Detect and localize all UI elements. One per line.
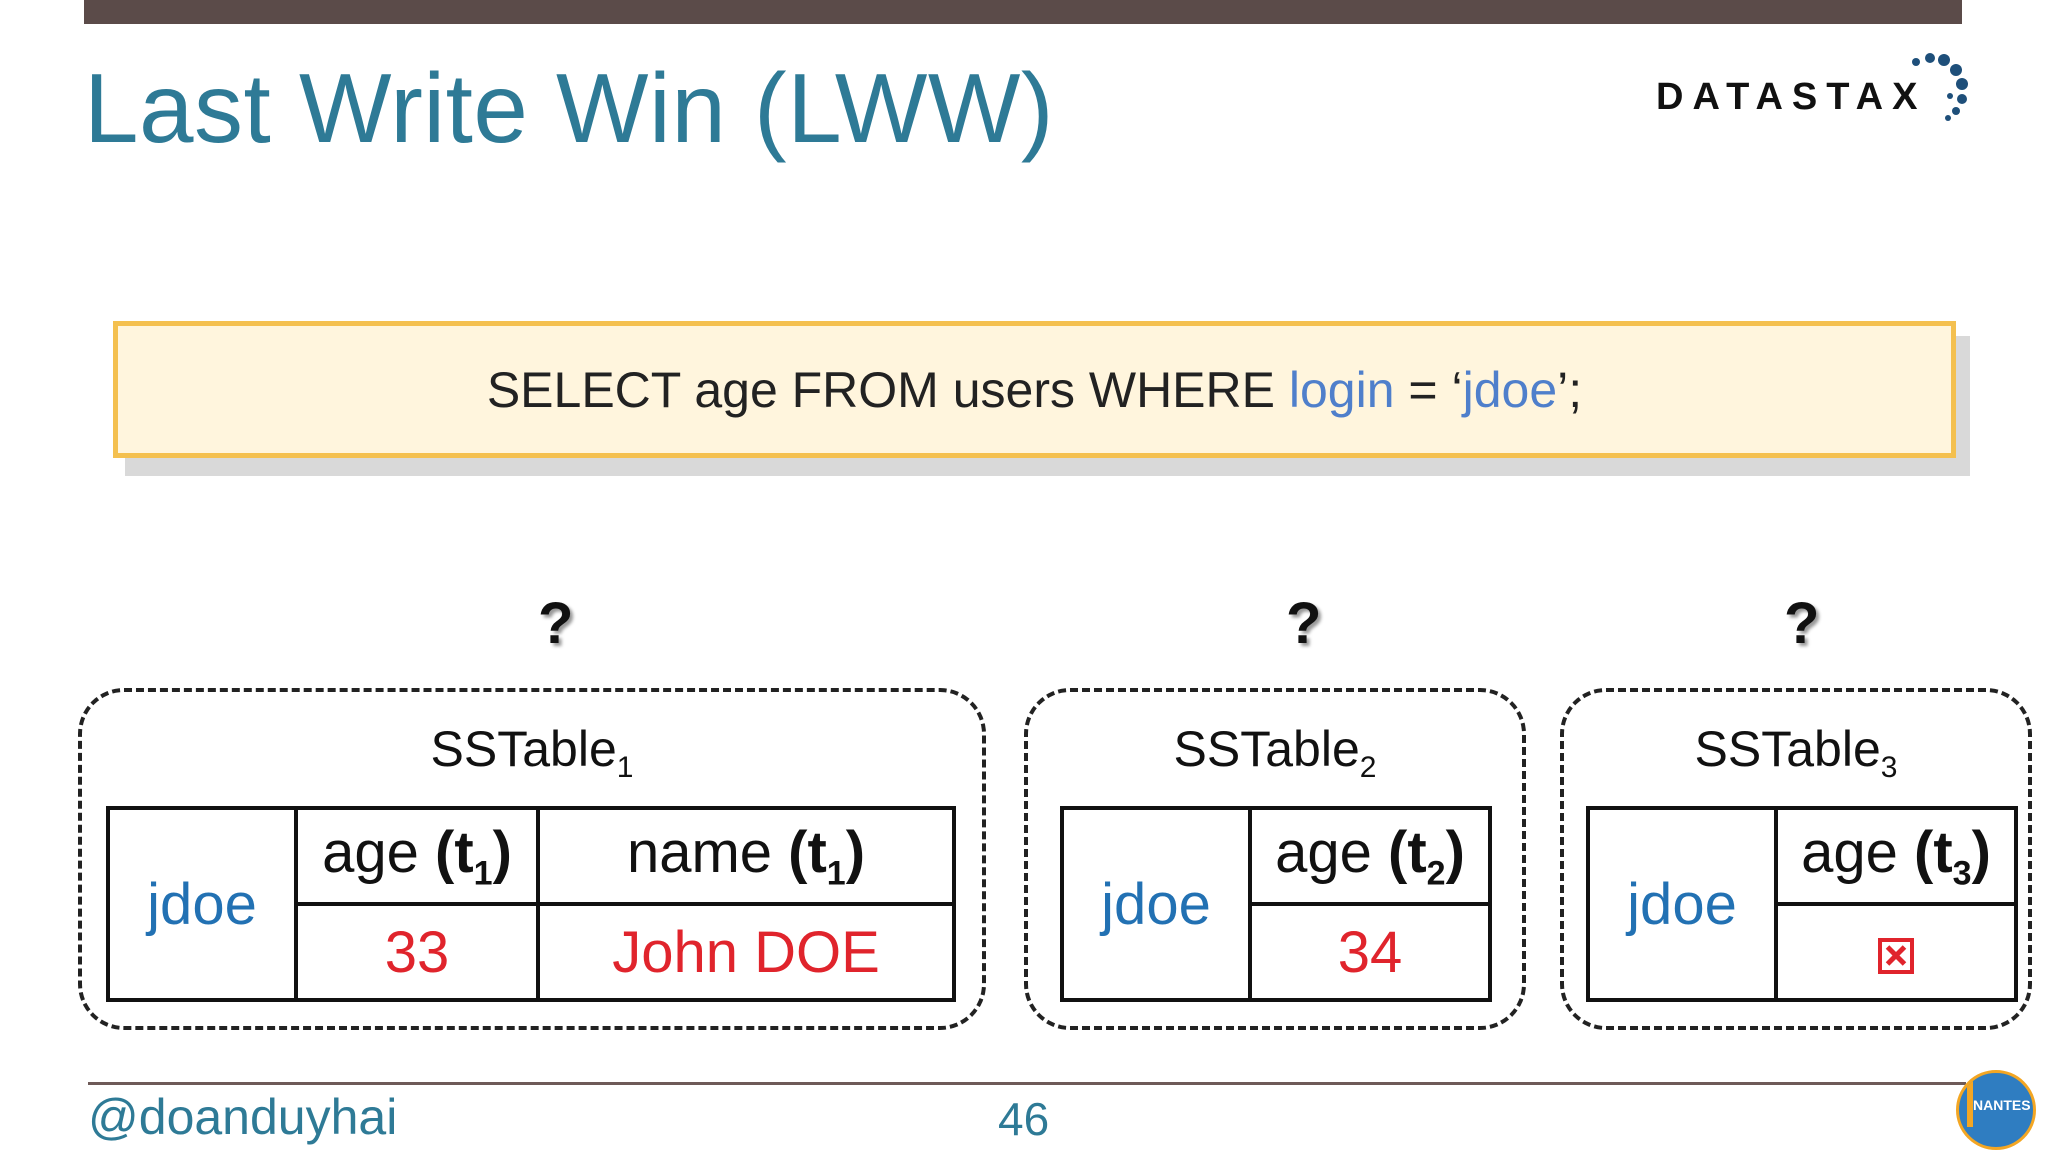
sstable-title: SSTable2 (1028, 720, 1522, 785)
column-header: age (t3) (1774, 806, 2018, 906)
badge-text: NANTES (1973, 1097, 2031, 1113)
question-mark-3: ? (1784, 591, 1820, 656)
sstable-1: SSTable1 jdoe age (t1) name (t1) 33 John… (78, 688, 986, 1030)
page-number: 46 (998, 1093, 1050, 1145)
top-bar (84, 0, 1962, 24)
author-handle: @doanduyhai (88, 1089, 398, 1145)
query-operator: = ‘ (1394, 361, 1463, 418)
sstable-name: SSTable (430, 721, 617, 777)
tombstone-cell (1774, 902, 2018, 1002)
sstable-title: SSTable1 (82, 720, 982, 785)
sstable-name: SSTable (1173, 721, 1360, 777)
query-end: ’; (1557, 361, 1583, 418)
partition-key: jdoe (1586, 806, 1778, 1002)
nantes-badge-logo: NANTES (1956, 1070, 2036, 1150)
sstable-row: jdoe age (t3) (1586, 806, 2018, 1002)
sstable-index: 2 (1359, 751, 1377, 784)
slide-title: Last Write Win (LWW) (84, 53, 1055, 163)
query-value: jdoe (1462, 361, 1558, 418)
logo-dots-icon (1912, 53, 1968, 121)
tombstone-x-icon (1878, 938, 1914, 975)
cell-value: 34 (1248, 902, 1492, 1002)
sstable-row: jdoe age (t2) 34 (1060, 806, 1492, 1002)
partition-key: jdoe (106, 806, 298, 1002)
sstable-index: 1 (616, 751, 634, 784)
sstable-index: 3 (1880, 751, 1898, 784)
cell-value: John DOE (536, 902, 956, 1002)
sstable-name: SSTable (1694, 721, 1881, 777)
sstable-3: SSTable3 jdoe age (t3) (1560, 688, 2032, 1030)
question-mark-2: ? (1286, 591, 1322, 656)
question-mark-1: ? (538, 591, 574, 656)
query-column: login (1288, 361, 1395, 418)
column-header: age (t1) (294, 806, 540, 906)
partition-key: jdoe (1060, 806, 1252, 1002)
column-header: age (t2) (1248, 806, 1492, 906)
logo-text: DATASTAX (1656, 76, 1927, 118)
sstable-title: SSTable3 (1564, 720, 2028, 785)
badge-bar (1967, 1077, 1973, 1127)
sstable-row: jdoe age (t1) name (t1) 33 John DOE (106, 806, 956, 1002)
datastax-logo: DATASTAX (1656, 52, 1976, 132)
sstable-2: SSTable2 jdoe age (t2) 34 (1024, 688, 1526, 1030)
query-select-part: SELECT age FROM users WHERE (486, 361, 1289, 418)
footer-divider (88, 1082, 1966, 1085)
query-box: SELECT age FROM users WHERE login = ‘ jd… (113, 321, 1956, 458)
cell-value: 33 (294, 902, 540, 1002)
column-header: name (t1) (536, 806, 956, 906)
